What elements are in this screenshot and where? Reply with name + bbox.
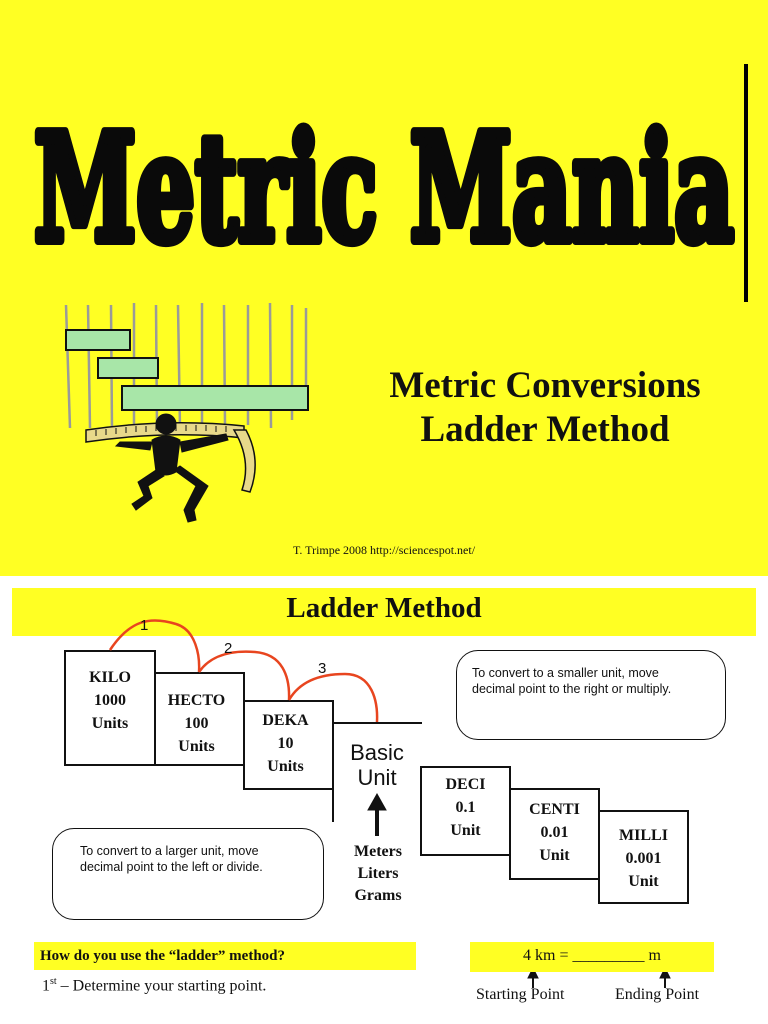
example-highlight — [470, 942, 714, 972]
credit-line: T. Trimpe 2008 http://sciencespot.net/ — [292, 543, 476, 557]
subtitle-line-2: Ladder Method — [420, 409, 670, 450]
basic-unit-line-1: Basic — [350, 740, 404, 765]
first-step-body: – Determine your starting point. — [56, 977, 267, 995]
note-larger-line-1: To convert to a larger unit, move — [80, 844, 259, 858]
arc-number-3: 3 — [318, 660, 327, 677]
prefix-value: 0.1 — [455, 799, 476, 816]
starting-point-label: Starting Point — [476, 986, 565, 1003]
note-smaller-line-1: To convert to a smaller unit, move — [472, 666, 659, 680]
step-label-deka: DEKA 10 Units — [240, 709, 331, 778]
first-step-suffix: st — [50, 976, 57, 987]
note-smaller-line-2: decimal point to the right or multiply. — [472, 682, 672, 696]
prefix-value: 10 — [277, 735, 294, 752]
basic-unit-examples: Meters Liters Grams — [340, 841, 416, 907]
prefix-unit: Unit — [450, 822, 481, 839]
prefix-unit: Units — [178, 738, 215, 755]
ladder-question: How do you use the “ladder” method? — [40, 948, 286, 964]
first-step-ordinal: 1 — [42, 977, 50, 995]
prefix-name: MILLI — [619, 827, 668, 844]
prefix-unit: Unit — [628, 873, 659, 890]
note-larger-unit — [52, 828, 324, 920]
step-label-deci: DECI 0.1 Unit — [420, 773, 511, 842]
slide2-title: Ladder Method — [286, 592, 482, 624]
question-highlight — [34, 942, 416, 970]
metric-mania-title-text: Metric Mania — [34, 101, 734, 275]
note-larger-line-2: decimal point to the left or divide. — [80, 860, 263, 874]
prefix-name: DEKA — [262, 712, 309, 729]
basic-unit-line-2: Unit — [357, 765, 397, 790]
prefix-unit: Units — [91, 715, 129, 732]
prefix-unit: Unit — [539, 847, 570, 864]
title-banner — [12, 588, 756, 636]
prefix-value: 100 — [184, 715, 209, 732]
prefix-name: DECI — [445, 776, 486, 793]
prefix-unit: Units — [267, 758, 304, 775]
prefix-value: 1000 — [94, 692, 126, 709]
conversion-example: 4 km = _________ m — [523, 947, 661, 964]
prefix-value: 0.001 — [625, 850, 662, 867]
arc-number-2: 2 — [224, 640, 233, 657]
prefix-name: CENTI — [529, 801, 580, 818]
hop-arc-1 — [108, 619, 201, 673]
up-arrow-icon — [367, 792, 387, 836]
note-smaller-text: To convert to a smaller unit, move decim… — [472, 665, 717, 697]
step-label-hecto: HECTO 100 Units — [151, 689, 242, 758]
slide1-subtitle: Metric Conversions Ladder Method — [360, 364, 730, 452]
step-label-milli: MILLI 0.001 Unit — [598, 824, 689, 893]
basic-unit-label: Basic Unit — [334, 740, 420, 790]
example-grams: Grams — [354, 887, 402, 904]
prefix-name: KILO — [89, 669, 131, 686]
title-divider-bar — [744, 64, 748, 302]
title-slide: Metric Mania — [0, 0, 768, 576]
arc-number-1: 1 — [140, 617, 149, 634]
step-label-kilo: KILO 1000 Units — [64, 666, 156, 735]
subtitle-line-1: Metric Conversions — [389, 365, 701, 406]
prefix-value: 0.01 — [540, 824, 569, 841]
step-box-deci — [420, 766, 511, 856]
prefix-name: HECTO — [167, 692, 226, 709]
hop-arc-3 — [287, 672, 379, 723]
note-smaller-unit — [456, 650, 726, 740]
metric-mania-title: Metric Mania — [29, 96, 739, 280]
starting-arrow-icon — [527, 966, 539, 988]
ladder-method-slide: Ladder Method KILO 1000 Units HECTO 100 … — [0, 576, 768, 1024]
step-box-centi — [509, 788, 600, 880]
note-larger-text: To convert to a larger unit, move decima… — [80, 843, 318, 875]
hop-arc-2 — [197, 650, 291, 701]
example-liters: Liters — [357, 865, 399, 882]
ending-point-label: Ending Point — [615, 986, 700, 1003]
ladder-man-illustration — [64, 302, 309, 523]
example-meters: Meters — [354, 843, 402, 860]
ending-arrow-icon — [659, 966, 671, 988]
first-step-text: 1st – Determine your starting point. — [42, 976, 266, 995]
step-box-milli — [598, 810, 689, 904]
step-label-centi: CENTI 0.01 Unit — [509, 798, 600, 867]
